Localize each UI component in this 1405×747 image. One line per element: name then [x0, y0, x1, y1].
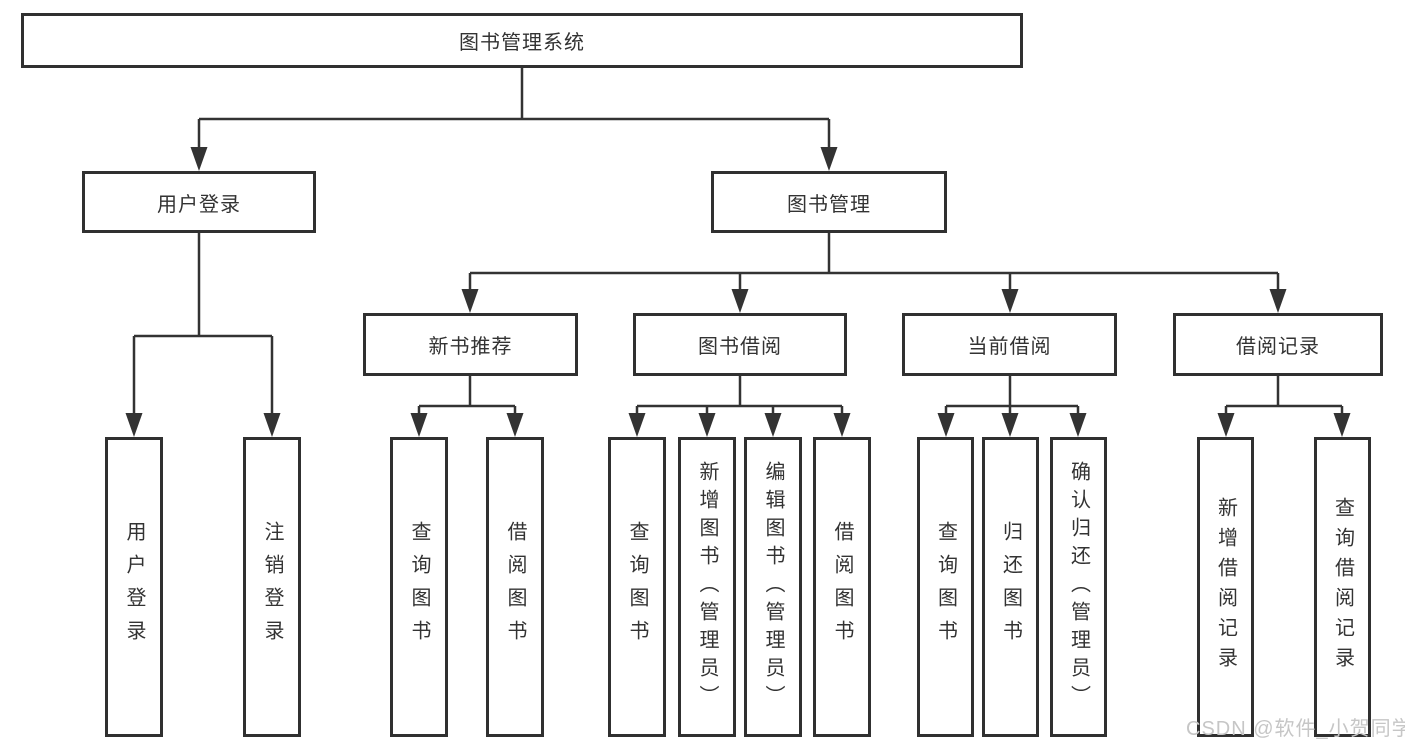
node-user-login-label: 用户登录 [157, 193, 241, 216]
leaf-current-confirm-return-admin: 确认归还（管理员） [1050, 437, 1107, 737]
node-root: 图书管理系统 [21, 13, 1023, 68]
leaf-recommend-borrow-books: 借阅图书 [486, 437, 544, 737]
leaf-records-query-record: 查询借阅记录 [1314, 437, 1371, 737]
leaf-user-login-label: 用户登录 [123, 521, 145, 653]
node-borrow-records: 借阅记录 [1173, 313, 1383, 376]
leaf-logout-label: 注销登录 [261, 521, 283, 653]
node-current-borrow: 当前借阅 [902, 313, 1117, 376]
leaf-current-confirm-return-admin-label: 确认归还（管理员） [1067, 461, 1090, 713]
leaf-borrow-edit-books-admin-label: 编辑图书（管理员） [762, 461, 784, 713]
csdn-watermark: CSDN @软件_小贺同学 [1186, 718, 1405, 740]
node-book-management: 图书管理 [711, 171, 947, 233]
leaf-borrow-borrow-books: 借阅图书 [813, 437, 871, 737]
leaf-borrow-query-books: 查询图书 [608, 437, 666, 737]
node-user-login: 用户登录 [82, 171, 316, 233]
leaf-current-query-books: 查询图书 [917, 437, 974, 737]
leaf-recommend-query-books-label: 查询图书 [408, 521, 430, 653]
leaf-recommend-query-books: 查询图书 [390, 437, 448, 737]
leaf-records-query-record-label: 查询借阅记录 [1331, 497, 1354, 677]
node-book-borrow: 图书借阅 [633, 313, 847, 376]
node-new-book-recommend: 新书推荐 [363, 313, 578, 376]
leaf-user-login: 用户登录 [105, 437, 163, 737]
leaf-recommend-borrow-books-label: 借阅图书 [504, 521, 526, 653]
leaf-borrow-add-books-admin: 新增图书（管理员） [678, 437, 736, 737]
node-root-label: 图书管理系统 [459, 32, 585, 54]
leaf-borrow-edit-books-admin: 编辑图书（管理员） [744, 437, 802, 737]
leaf-logout: 注销登录 [243, 437, 301, 737]
leaf-borrow-borrow-books-label: 借阅图书 [831, 521, 853, 653]
node-current-borrow-label: 当前借阅 [967, 336, 1052, 358]
node-borrow-records-label: 借阅记录 [1236, 336, 1320, 358]
node-new-book-recommend-label: 新书推荐 [428, 336, 513, 358]
leaf-current-return-books-label: 归还图书 [999, 521, 1022, 653]
node-book-borrow-label: 图书借阅 [698, 336, 782, 358]
leaf-current-query-books-label: 查询图书 [934, 521, 957, 653]
leaf-borrow-add-books-admin-label: 新增图书（管理员） [696, 461, 718, 713]
leaf-borrow-query-books-label: 查询图书 [626, 521, 648, 653]
leaf-records-add-record-label: 新增借阅记录 [1214, 497, 1237, 677]
leaf-current-return-books: 归还图书 [982, 437, 1039, 737]
leaf-records-add-record: 新增借阅记录 [1197, 437, 1254, 737]
node-book-management-label: 图书管理 [787, 193, 871, 216]
